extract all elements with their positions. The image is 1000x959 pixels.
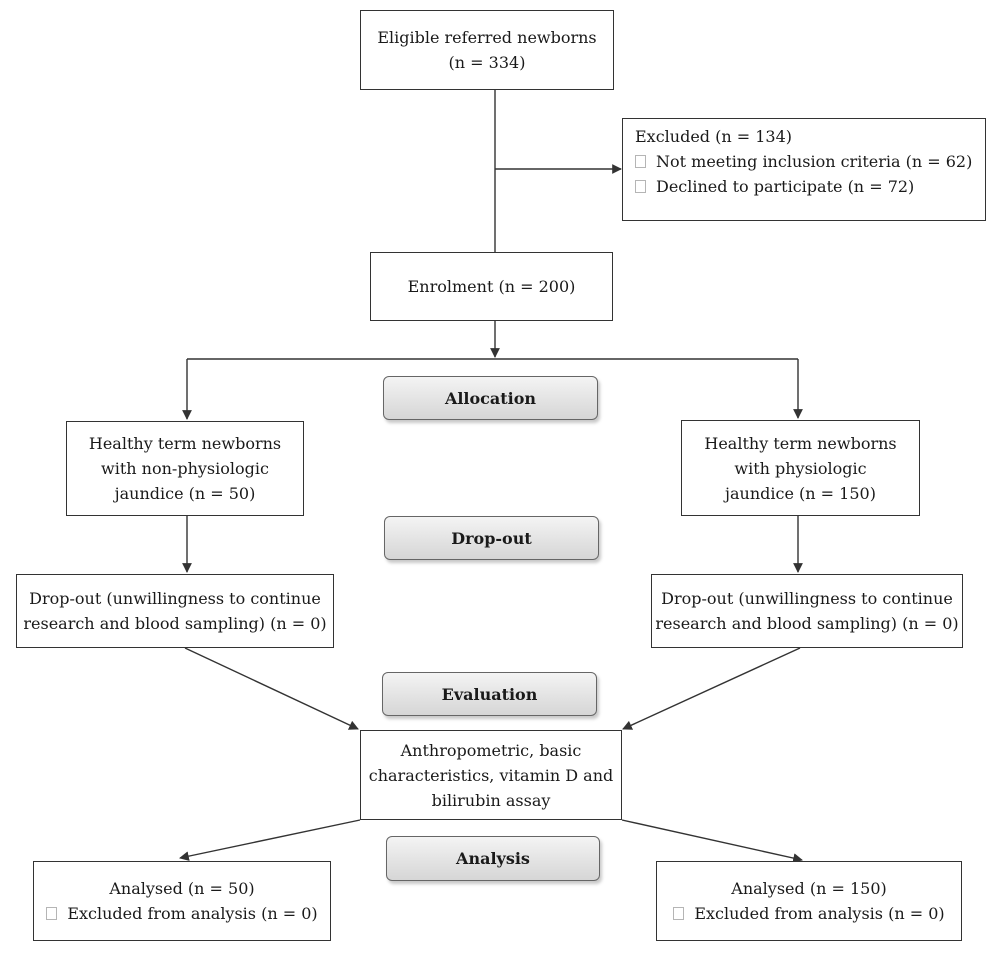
phase-dropout: Drop-out	[384, 516, 599, 560]
left-group-line: with non-physiologic	[101, 459, 269, 478]
evaluation-box: Anthropometric, basic characteristics, v…	[360, 730, 622, 820]
phase-dropout-label: Drop-out	[451, 528, 532, 548]
right-analysed-title: Analysed (n = 150)	[731, 879, 887, 898]
left-dropout-line: research and blood sampling) (n = 0)	[23, 614, 327, 633]
left-dropout-box: Drop-out (unwillingness to continue rese…	[16, 574, 334, 648]
excluded-item-label: Not meeting inclusion criteria (n = 62)	[656, 152, 973, 171]
right-analysed-item: Excluded from analysis (n = 0)	[673, 901, 945, 926]
left-analysed-box: Analysed (n = 50) Excluded from analysis…	[33, 861, 331, 941]
evaluation-to-left-analysed-arrow	[179, 819, 361, 861]
phase-evaluation-label: Evaluation	[441, 684, 538, 704]
bullet-icon	[635, 155, 646, 168]
eligible-count: (n = 334)	[448, 53, 526, 72]
phase-evaluation: Evaluation	[382, 672, 597, 716]
left-dropout-to-evaluation-arrow	[184, 647, 359, 730]
right-group-box: Healthy term newborns with physiologic j…	[681, 420, 920, 516]
bullet-icon	[635, 180, 646, 193]
phase-allocation-label: Allocation	[444, 388, 537, 408]
phase-allocation: Allocation	[383, 376, 598, 420]
left-analysed-item: Excluded from analysis (n = 0)	[46, 901, 318, 926]
right-group-line: Healthy term newborns	[704, 433, 897, 453]
enrolment-label: Enrolment (n = 200)	[407, 277, 576, 296]
evaluation-to-right-analysed-arrow	[621, 819, 803, 863]
left-group-box: Healthy term newborns with non-physiolog…	[66, 421, 304, 516]
bullet-icon	[46, 907, 58, 920]
left-group-line: jaundice (n = 50)	[114, 484, 256, 503]
excluded-title: Excluded (n = 134)	[635, 127, 793, 146]
evaluation-line: characteristics, vitamin D and	[368, 765, 614, 785]
excluded-box: Excluded (n = 134) Not meeting inclusion…	[622, 118, 986, 221]
right-group-line: with physiologic	[734, 458, 867, 478]
left-analysed-title: Analysed (n = 50)	[109, 879, 255, 898]
bullet-icon	[673, 907, 685, 920]
left-analysed-item-label: Excluded from analysis (n = 0)	[67, 904, 318, 923]
right-dropout-line: research and blood sampling) (n = 0)	[655, 614, 959, 633]
evaluation-line: bilirubin assay	[431, 790, 551, 810]
right-analysed-item-label: Excluded from analysis (n = 0)	[694, 904, 945, 923]
phase-analysis-label: Analysis	[456, 849, 530, 868]
right-analysed-box: Analysed (n = 150) Excluded from analysi…	[656, 861, 962, 941]
right-dropout-line: Drop-out (unwillingness to continue	[661, 589, 953, 608]
right-group-line: jaundice (n = 150)	[725, 483, 876, 503]
excluded-item: Not meeting inclusion criteria (n = 62)	[635, 149, 973, 174]
right-dropout-box: Drop-out (unwillingness to continue rese…	[651, 574, 963, 648]
excluded-item: Declined to participate (n = 72)	[635, 174, 973, 199]
eligible-box: Eligible referred newborns (n = 334)	[360, 10, 614, 90]
evaluation-line: Anthropometric, basic	[400, 740, 582, 760]
right-dropout-to-evaluation-arrow	[622, 647, 801, 730]
phase-analysis: Analysis	[386, 836, 600, 881]
eligible-title: Eligible referred newborns	[377, 28, 597, 47]
enrolment-box: Enrolment (n = 200)	[370, 252, 613, 321]
left-dropout-line: Drop-out (unwillingness to continue	[29, 589, 321, 608]
excluded-item-label: Declined to participate (n = 72)	[656, 177, 915, 196]
left-group-line: Healthy term newborns	[88, 434, 282, 453]
